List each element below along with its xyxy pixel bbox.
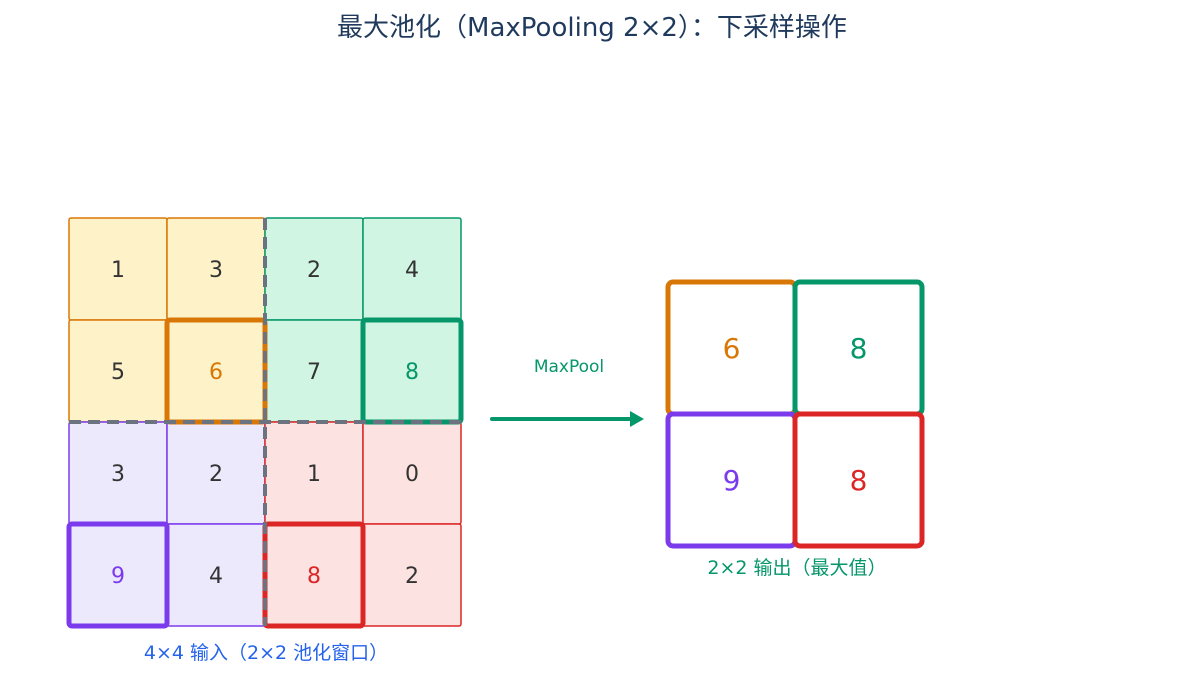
input-cell: 8 [362,319,462,423]
input-cell: 8 [264,523,364,627]
input-cell-max-value: 6 [209,360,223,385]
input-grid: 1 3 2 4 5 6 7 8 3 2 1 0 9 4 8 2 [66,217,464,629]
output-cell-value: 8 [850,332,868,365]
output-cell: 8 [792,279,925,417]
input-cell: 2 [264,217,364,321]
output-cell-value: 9 [723,464,741,497]
input-cell: 3 [68,421,168,525]
input-cell-value: 7 [307,360,321,385]
input-cell: 2 [166,421,266,525]
input-cell-value: 0 [405,462,419,487]
input-cell-value: 2 [209,462,223,487]
output-cell: 9 [665,411,798,549]
input-cell-value: 3 [111,462,125,487]
input-cell: 6 [166,319,266,423]
input-cell: 7 [264,319,364,423]
input-cell: 9 [68,523,168,627]
diagram-title: 最大池化（MaxPooling 2×2）：下采样操作 [337,13,847,43]
input-cell-value: 4 [209,564,223,589]
input-cell: 2 [362,523,462,627]
input-cell-value: 2 [307,258,321,283]
input-cell-value: 3 [209,258,223,283]
output-grid: 6 8 9 8 [665,279,925,549]
output-cell-value: 8 [850,464,868,497]
input-cell: 1 [264,421,364,525]
input-cell-max-value: 9 [111,564,125,589]
input-cell: 0 [362,421,462,525]
output-cell: 6 [665,279,798,417]
max-cell-highlight [262,521,366,629]
input-cell-max-value: 8 [307,564,321,589]
input-cell: 5 [68,319,168,423]
input-cell-value: 1 [111,258,125,283]
input-cell: 3 [166,217,266,321]
input-cell-value: 4 [405,258,419,283]
input-cell-value: 5 [111,360,125,385]
input-cell: 1 [68,217,168,321]
input-cell-value: 2 [405,564,419,589]
output-cell: 8 [792,411,925,549]
output-caption: 2×2 输出（最大值） [707,557,886,579]
input-cell: 4 [362,217,462,321]
maxpool-arrow [490,411,644,427]
arrow-label: MaxPool [534,357,604,377]
output-cell-value: 6 [723,332,741,365]
input-cell-max-value: 8 [405,360,419,385]
max-cell-highlight [66,521,170,629]
input-cell: 4 [166,523,266,627]
input-caption: 4×4 输入（2×2 池化窗口） [144,642,388,664]
input-cell-value: 1 [307,462,321,487]
